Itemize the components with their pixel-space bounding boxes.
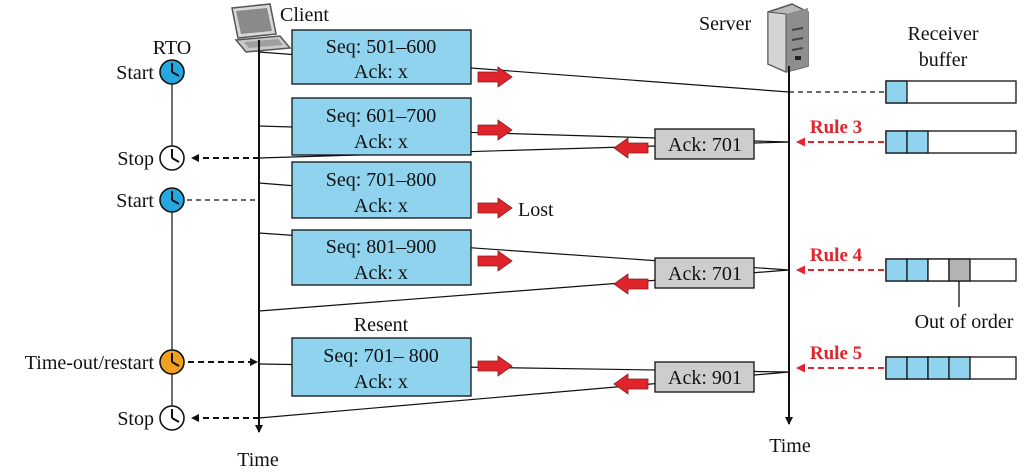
segment-ack-label: Ack: x	[354, 61, 408, 83]
buffer-cell-filled	[906, 258, 929, 282]
buffer-cell-filled	[906, 356, 929, 380]
buffer-cell-filled	[885, 258, 908, 282]
ack-label: Ack: 701	[668, 134, 742, 156]
segment-box: Seq: 701–800 Ack: x	[291, 161, 472, 219]
segment-seq-label: Seq: 801–900	[326, 236, 437, 258]
timer-timeout-icon	[159, 349, 185, 375]
server-icon	[767, 3, 809, 73]
rto-event-label: Start	[116, 62, 154, 84]
receiver-buffer	[885, 356, 1017, 380]
receiver-buffer	[885, 80, 1017, 104]
buffer-cell-out-of-order	[948, 258, 971, 282]
rto-event-label: Start	[116, 190, 154, 212]
segment-box: Seq: 801–900 Ack: x	[291, 229, 472, 286]
laptop-icon	[231, 3, 292, 53]
segment-seq-label: Seq: 701– 800	[323, 345, 439, 367]
buffer-cell-filled	[885, 80, 908, 104]
ack-label: Ack: 701	[668, 263, 742, 285]
resent-label: Resent	[354, 314, 409, 336]
buffer-cell-filled	[906, 130, 929, 154]
client-label: Client	[280, 4, 329, 26]
segment-ack-label: Ack: x	[354, 371, 408, 393]
segment-direction-arrow	[477, 355, 513, 377]
buffer-cell-empty	[927, 258, 950, 282]
ack-direction-arrow	[613, 373, 649, 395]
segment-seq-label: Seq: 701–800	[326, 169, 437, 191]
rto-event-label: Stop	[117, 408, 154, 430]
buffer-cell-filled	[885, 356, 908, 380]
buffer-cell-filled	[885, 130, 908, 154]
segment-direction-arrow	[477, 119, 513, 141]
timer-stop-icon	[159, 145, 185, 171]
rto-label: RTO	[153, 37, 191, 59]
ack-direction-arrow	[613, 273, 649, 295]
ack-label: Ack: 901	[668, 367, 742, 389]
server-label: Server	[699, 13, 752, 35]
client-time-label: Time	[237, 449, 279, 471]
segment-seq-label: Seq: 601–700	[326, 105, 437, 127]
segment-direction-arrow	[477, 66, 513, 88]
segment-seq-label: Seq: 501–600	[326, 36, 437, 58]
lost-label: Lost	[518, 199, 554, 221]
rule-label: Rule 4	[810, 245, 863, 266]
receiver-buffer	[885, 258, 1017, 282]
rule-label: Rule 5	[810, 343, 862, 364]
receiver-buffer-label-line2: buffer	[919, 49, 968, 71]
receiver-buffer	[885, 130, 1017, 154]
timer-start-icon	[159, 59, 185, 85]
segment-ack-label: Ack: x	[354, 195, 408, 217]
rule-label: Rule 3	[810, 117, 862, 138]
timer-start-icon	[159, 187, 185, 213]
segment-box: Seq: 701– 800 Ack: x	[291, 337, 472, 397]
segment-direction-arrow	[477, 250, 513, 272]
buffer-cell-filled	[927, 356, 950, 380]
ack-box: Ack: 901	[654, 361, 755, 393]
segment-ack-label: Ack: x	[354, 262, 408, 284]
server-time-label: Time	[769, 435, 811, 457]
segment-ack-label: Ack: x	[354, 131, 408, 153]
rto-event-label: Time-out/restart	[25, 352, 155, 374]
buffer-cell-filled	[948, 356, 971, 380]
rto-event-label: Stop	[117, 148, 154, 170]
ack-box: Ack: 701	[654, 128, 755, 160]
segment-direction-arrow	[477, 197, 513, 219]
ack-box: Ack: 701	[654, 257, 755, 289]
segment-box: Seq: 601–700 Ack: x	[291, 97, 472, 156]
out-of-order-label: Out of order	[915, 311, 1014, 333]
receiver-buffer-label-line1: Receiver	[907, 23, 978, 45]
ack-direction-arrow	[613, 137, 649, 159]
timer-stop-icon	[159, 405, 185, 431]
segment-box: Seq: 501–600 Ack: x	[291, 29, 472, 85]
